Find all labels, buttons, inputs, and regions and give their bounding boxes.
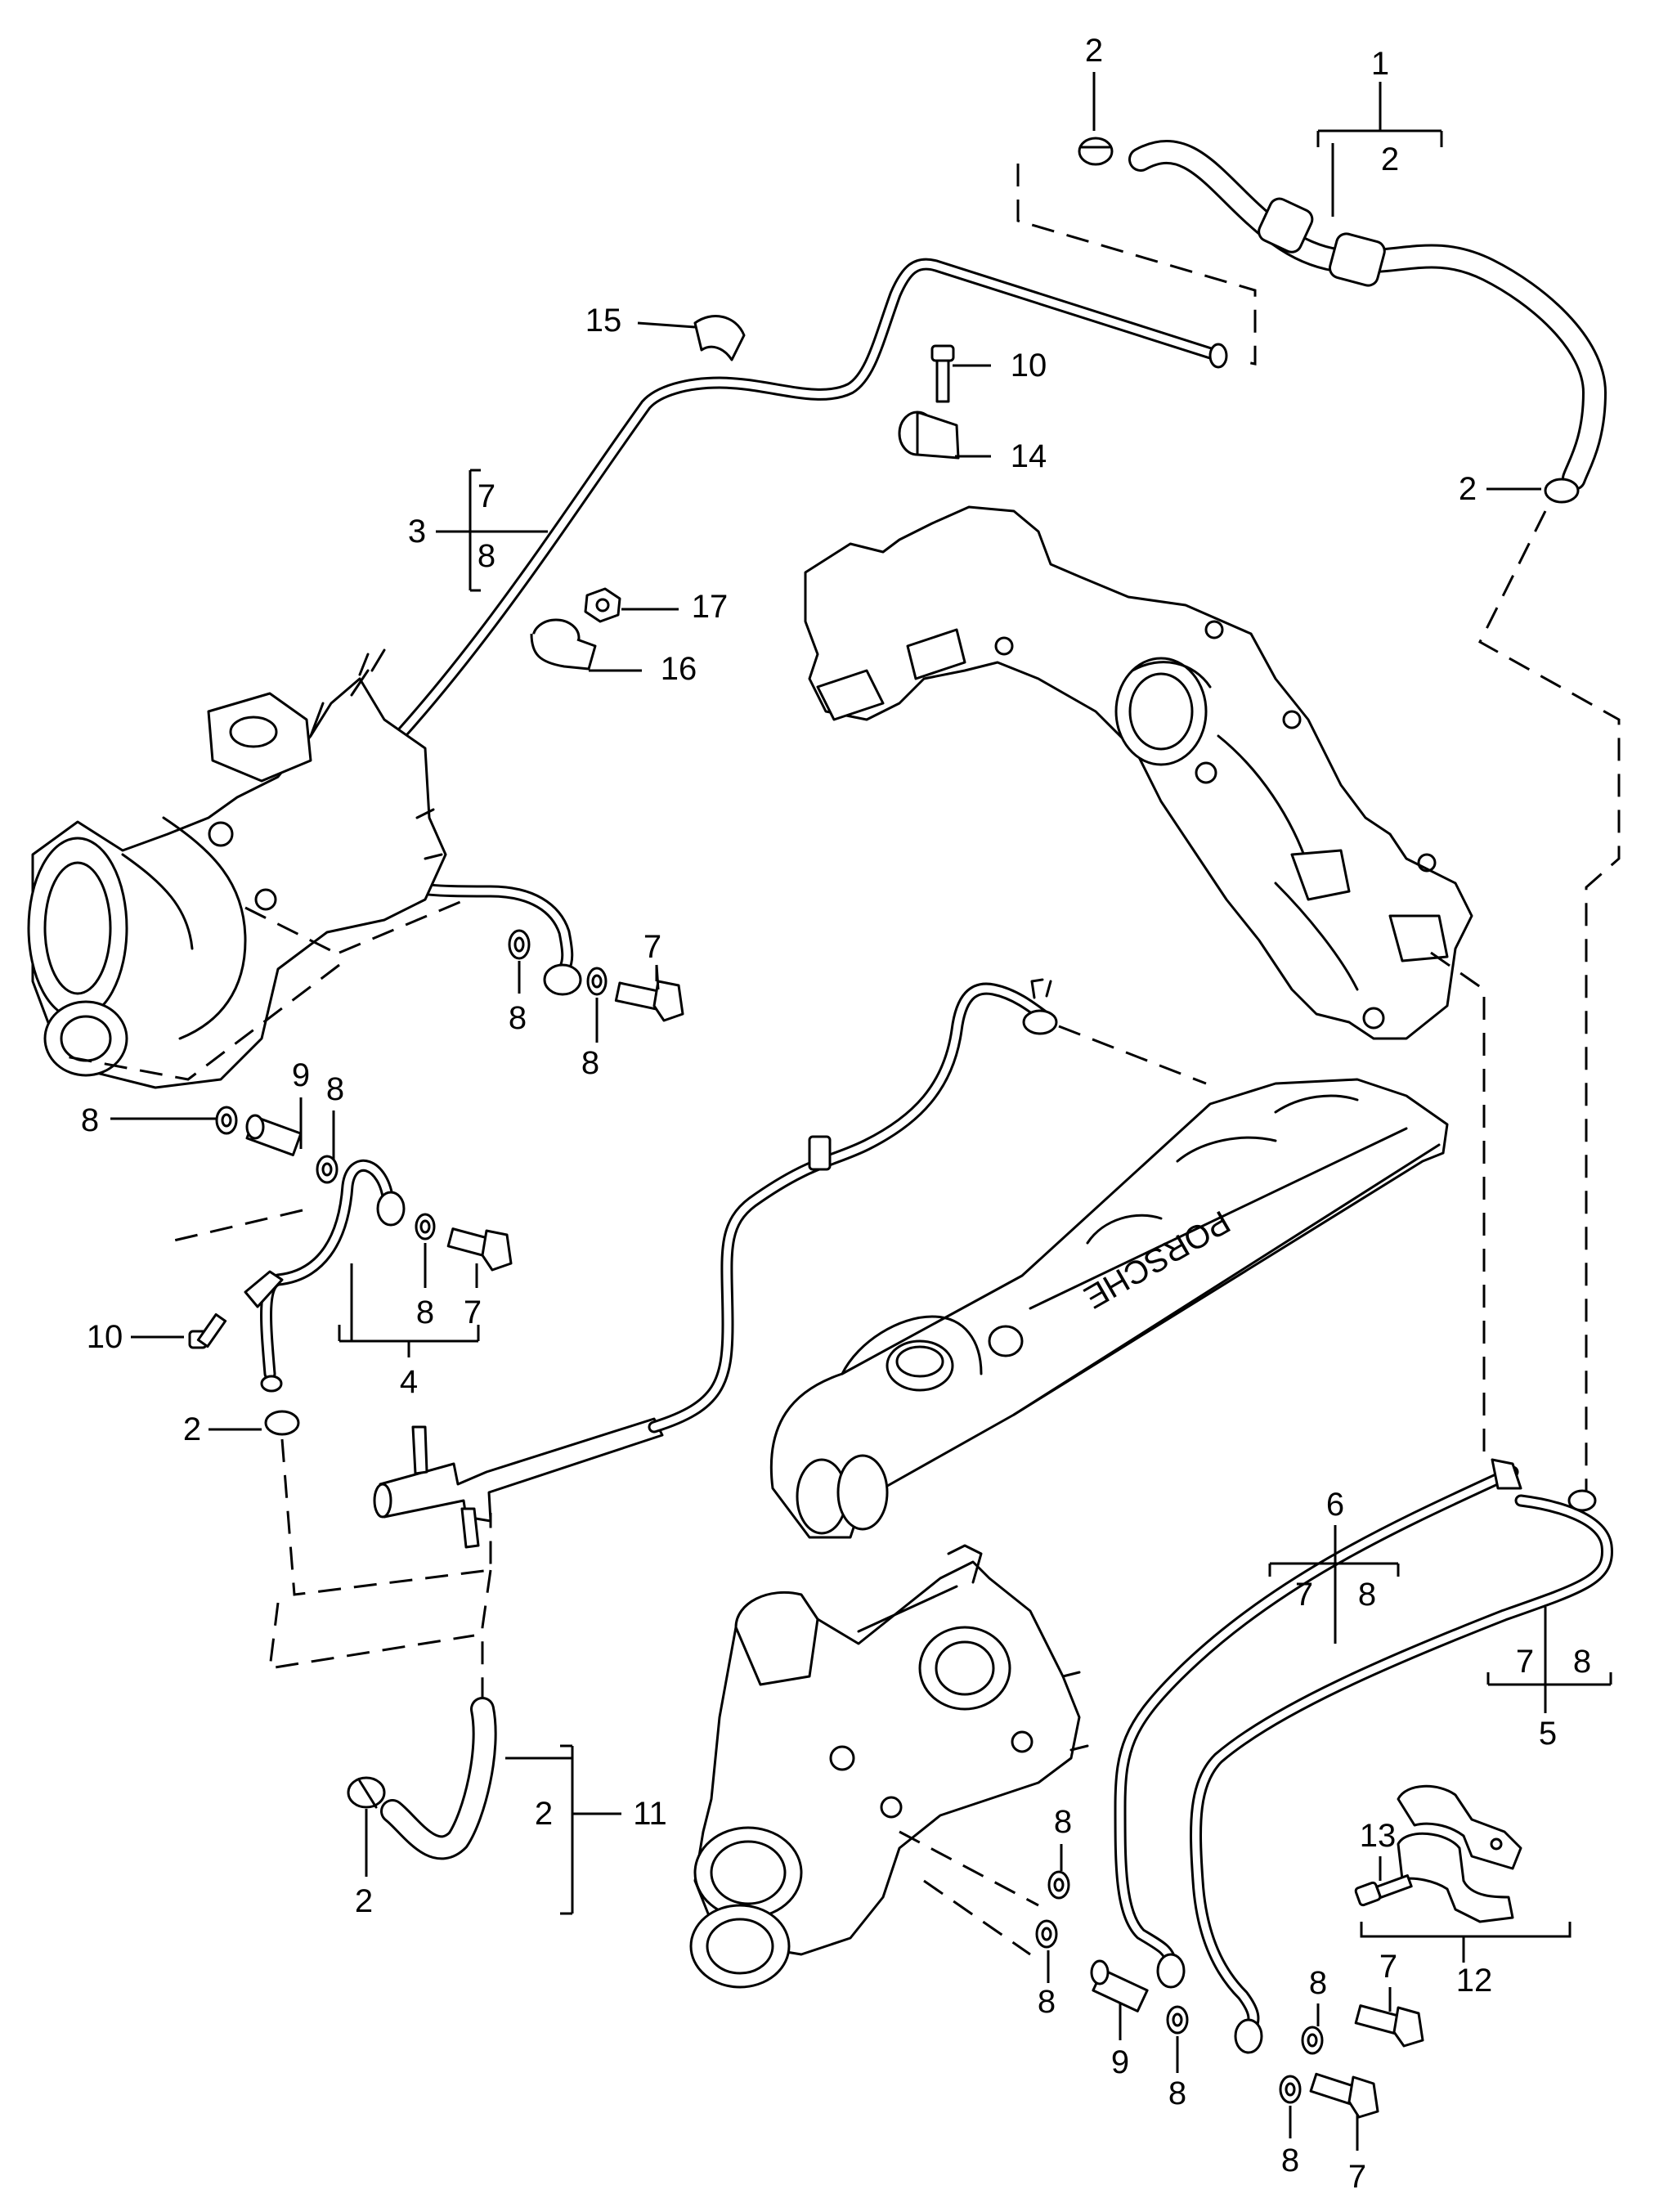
turbocharger-left	[27, 648, 447, 1089]
callout-9-b: 9	[1111, 2044, 1129, 2080]
coolant-hose-11	[380, 1697, 497, 1860]
coolant-pipe-4	[244, 1159, 406, 1393]
callout-7-a: 7	[643, 929, 661, 965]
callout-8-g: 8	[1038, 1984, 1056, 2020]
callout-2-kit1: 2	[1381, 141, 1399, 177]
callout-4: 4	[400, 1364, 418, 1400]
bolt-10-top	[930, 344, 955, 403]
dashed-guide-top	[1016, 164, 1257, 366]
clamp-16	[530, 618, 597, 671]
callout-8-c: 8	[81, 1102, 99, 1138]
callout-17: 17	[692, 589, 729, 625]
callout-2-top: 2	[1085, 33, 1103, 69]
banjo-bolt-7-g	[1309, 2072, 1379, 2119]
callout-5-7: 7	[1516, 1644, 1534, 1680]
dashed-guide-turbo-right	[899, 1830, 1039, 1956]
callout-7-g: 7	[1348, 2159, 1366, 2195]
clamp-14	[898, 411, 960, 460]
callout-3-7: 7	[478, 478, 495, 514]
washer-8-j	[1279, 2075, 1302, 2104]
washer-8-h	[1166, 2005, 1189, 2035]
dashed-guide-left	[163, 1209, 492, 1709]
callout-6-8: 8	[1358, 1577, 1376, 1613]
coolant-hose-upper	[1128, 139, 1607, 491]
banjo-bolt-7-e	[446, 1227, 513, 1272]
callout-6: 6	[1326, 1487, 1344, 1523]
callout-8-b: 8	[581, 1045, 599, 1081]
callout-15: 15	[585, 303, 622, 339]
callout-8-a: 8	[509, 1000, 527, 1036]
washer-8-e	[415, 1213, 436, 1241]
callout-1: 1	[1371, 46, 1389, 82]
banjo-bolt-7-f	[1354, 2004, 1424, 2048]
hose-clamp-bottom	[347, 1776, 386, 1809]
callout-16: 16	[661, 651, 697, 687]
callout-3-8: 8	[478, 538, 495, 574]
washer-8-f	[1047, 1870, 1070, 1900]
callout-13: 13	[1360, 1818, 1397, 1854]
intake-manifold	[804, 505, 1473, 1040]
bolt-10-left	[188, 1312, 227, 1349]
callout-11-2: 2	[535, 1796, 553, 1832]
callout-11: 11	[633, 1796, 667, 1832]
callout-8-h: 8	[1168, 2075, 1186, 2111]
fitting-9-b	[1090, 1959, 1149, 2012]
callout-2-right: 2	[1459, 471, 1477, 507]
callout-6-7: 7	[1295, 1577, 1313, 1613]
fitting-9-a	[245, 1114, 303, 1156]
callout-7-f: 7	[1379, 1949, 1397, 1985]
callout-10-top: 10	[1011, 348, 1047, 384]
hose-clamp-left	[264, 1410, 300, 1436]
callout-12: 12	[1456, 1963, 1493, 1999]
callout-8-j: 8	[1281, 2142, 1299, 2178]
washer-8-i	[1301, 2026, 1324, 2055]
callout-8-i: 8	[1309, 1965, 1327, 2001]
nut-17	[584, 587, 621, 623]
leader-lines	[110, 72, 1612, 2151]
callout-5: 5	[1539, 1716, 1557, 1752]
coolant-pipe-center	[648, 978, 1058, 1434]
coolant-pipe-3	[358, 258, 1228, 996]
callout-5-8: 8	[1573, 1644, 1591, 1680]
bolt-13	[1354, 1874, 1413, 1907]
callout-10-left: 10	[87, 1319, 123, 1355]
banjo-bolt-7-a	[614, 980, 684, 1022]
washer-8-b	[586, 967, 608, 996]
turbocharger-right	[689, 1544, 1089, 1989]
bracket-12	[1397, 1784, 1522, 1923]
y-connector	[373, 1417, 664, 1549]
callout-2-left: 2	[183, 1411, 201, 1447]
callout-8-e: 8	[416, 1294, 434, 1330]
dashed-guide-right	[1430, 510, 1621, 1513]
coolant-pipe-5	[1190, 1494, 1614, 2054]
washer-8-g	[1035, 1919, 1058, 1949]
hose-clamp-top	[1078, 137, 1114, 166]
callout-14: 14	[1011, 438, 1047, 474]
washer-8-c	[215, 1106, 238, 1135]
callout-9-a: 9	[292, 1057, 310, 1093]
dashed-guide-turbo-left	[56, 898, 467, 1081]
hose-clamp-right	[1544, 478, 1580, 504]
callout-2-bottom: 2	[355, 1883, 373, 1919]
washer-8-a	[508, 929, 531, 960]
dashed-guide-valve-cover	[1058, 1025, 1207, 1085]
callout-labels: 2 1 2 2 15 10 14 3 7 8 17 16 7 8 8 9 8 8…	[81, 33, 1591, 2195]
washer-8-d	[316, 1155, 339, 1184]
callout-7-e: 7	[464, 1294, 482, 1330]
clip-15	[693, 315, 746, 361]
pipe-fitting-right	[1491, 1458, 1597, 1512]
coolant-pipe-6	[1114, 1465, 1519, 1989]
callout-8-d: 8	[326, 1071, 344, 1107]
callout-3: 3	[408, 514, 426, 550]
callout-8-f: 8	[1054, 1804, 1072, 1840]
